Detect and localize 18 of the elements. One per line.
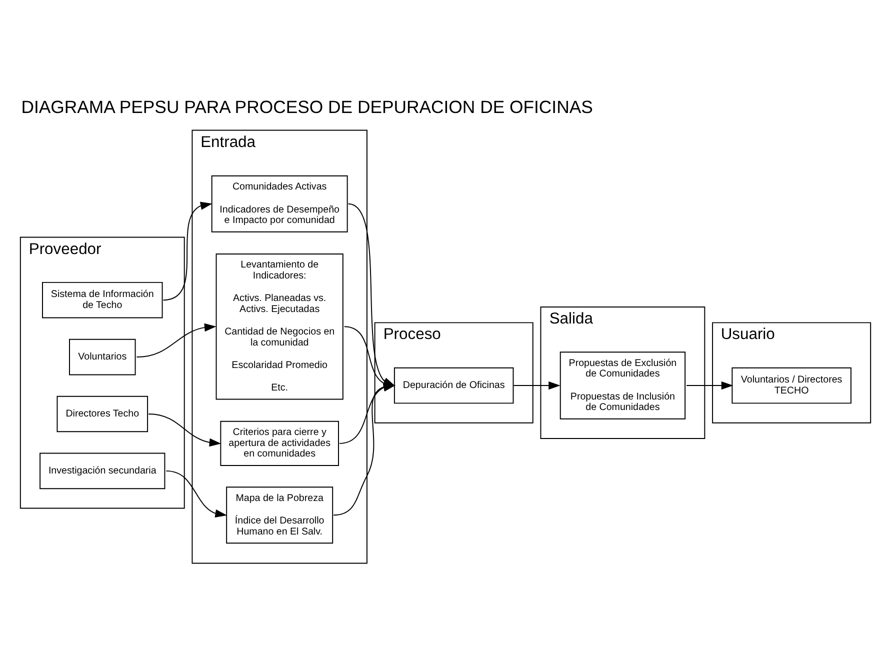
arrow	[166, 470, 228, 518]
node-box: Voluntarios	[69, 338, 136, 376]
node-box: Depuración de Oficinas	[394, 367, 514, 404]
node-box: Comunidades Activas Indicadores de Desempeño e Impacto por comunidad	[211, 175, 348, 232]
node-box: Sistema de Información de Techo	[42, 282, 163, 318]
arrow	[136, 323, 216, 358]
node-box: Voluntarios / Directores TECHO	[732, 367, 852, 404]
node-box: Mapa de la Pobreza Índice del Desarrollo Humano en El Salv.	[226, 486, 334, 544]
node-box: Criterios para cierre y apertura de actividades en comunidades	[220, 420, 339, 466]
arrow	[162, 202, 212, 301]
arrow	[686, 381, 734, 390]
arrow	[513, 381, 560, 390]
node-box: Propuestas de Exclusión de Comunidades Propuestas de Inclusión de Comunidades	[560, 352, 686, 420]
node-box: Levantamiento de Indicadores: Activs. Planeadas vs. Activs. Ejecutadas Cantidad de Negocios en la comunidad Escolaridad Promedio Etc.	[216, 253, 344, 400]
arrow	[148, 414, 222, 447]
diagram-title: DIAGRAMA PEPSU PARA PROCESO DE DEPURACION DE OFICINAS	[21, 96, 593, 117]
node-box: Investigación secundaria	[40, 452, 166, 490]
node-box: Directores Techo	[56, 396, 148, 432]
